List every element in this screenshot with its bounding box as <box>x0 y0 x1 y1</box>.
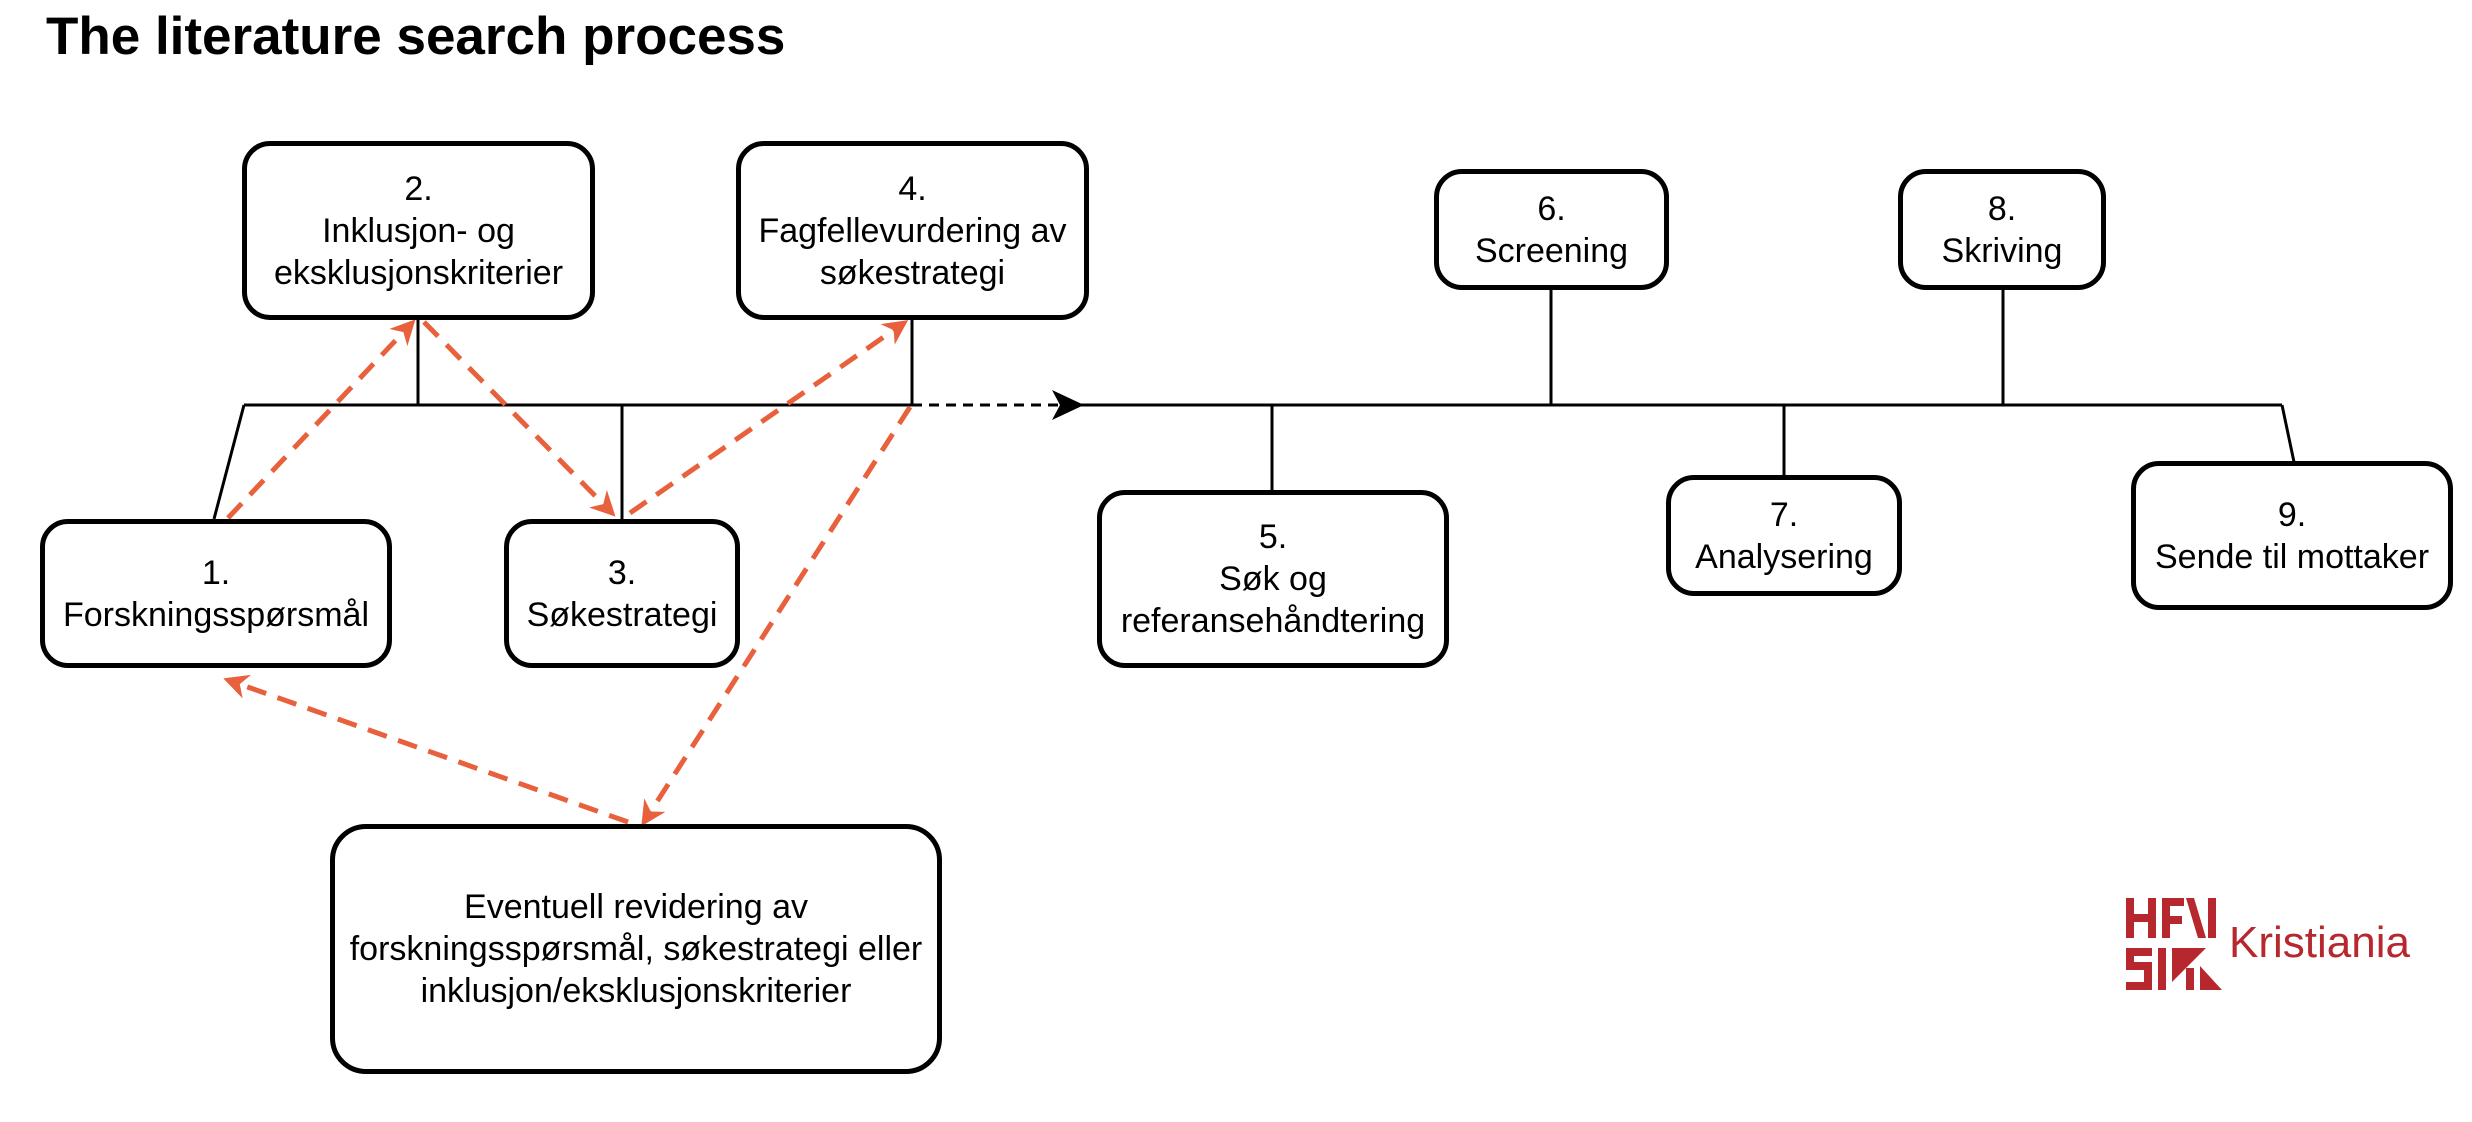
arrow-3-to-4 <box>628 320 909 516</box>
step-9-number: 9. <box>2277 495 2307 534</box>
page-title: The literature search process <box>46 7 786 66</box>
step-2-label-line1: Inklusjon- og <box>322 211 515 250</box>
kristiania-logo-mark <box>2126 898 2222 990</box>
step-4-label-line2: søkestrategi <box>819 253 1006 292</box>
step-3-number: 3. <box>607 553 637 592</box>
revision-line1: Eventuell revidering av <box>464 888 808 926</box>
step-2-number: 2. <box>404 169 433 208</box>
step-6-number: 6. <box>1537 189 1566 228</box>
timeline-arrowhead <box>1052 390 1084 420</box>
step-6-box: 6. Screening <box>1434 169 1669 290</box>
timeline-left-slant <box>212 404 246 520</box>
step-5-box: 5. Søk og referansehåndtering <box>1097 490 1449 668</box>
step-5-label-line1: Søk og <box>1219 560 1327 598</box>
step-9-box: 9. Sende til mottaker <box>2131 461 2453 610</box>
arrow-2-to-3 <box>422 320 616 517</box>
timeline <box>212 290 2296 520</box>
step-7-number: 7. <box>1769 495 1799 534</box>
revision-line3: inklusjon/eksklusjonskriterier <box>420 972 852 1010</box>
step-9-label: Sende til mottaker <box>2154 537 2430 576</box>
timeline-right-slant <box>2280 404 2296 463</box>
arrow-1-to-2 <box>226 319 416 520</box>
revision-line2: forskningsspørsmål, søkestrategi eller <box>349 930 923 968</box>
step-2-label-line2: eksklusjonskriterier <box>273 253 564 292</box>
feedback-arrows <box>223 319 913 827</box>
step-5-label-line2: referansehåndtering <box>1120 602 1426 640</box>
step-1-number: 1. <box>201 553 231 592</box>
step-7-box: 7. Analysering <box>1666 475 1902 596</box>
step-3-box: 3. Søkestrategi <box>504 519 740 668</box>
step-4-label-line1: Fagfellevurdering av <box>758 211 1067 250</box>
step-6-label: Screening <box>1474 231 1629 270</box>
step-4-box: 4. Fagfellevurdering av søkestrategi <box>736 141 1089 320</box>
step-8-label: Skriving <box>1941 231 2063 270</box>
step-4-number: 4. <box>898 169 927 208</box>
arrow-4-to-revision <box>641 405 913 827</box>
step-5-number: 5. <box>1258 518 1288 556</box>
step-1-box: 1. Forskningsspørsmål <box>40 519 392 668</box>
step-2-box: 2. Inklusjon- og eksklusjonskriterier <box>242 141 595 320</box>
step-8-number: 8. <box>1987 189 2017 228</box>
step-1-label: Forskningsspørsmål <box>62 595 370 634</box>
kristiania-logo <box>2126 898 2222 990</box>
arrow-revision-to-1 <box>223 674 629 825</box>
revision-box: Eventuell revidering av forskningsspørsm… <box>330 824 942 1074</box>
step-3-label: Søkestrategi <box>526 595 718 634</box>
kristiania-logo-text: Kristiania <box>2229 918 2410 967</box>
step-8-box: 8. Skriving <box>1898 169 2106 290</box>
step-7-label: Analysering <box>1695 537 1873 576</box>
